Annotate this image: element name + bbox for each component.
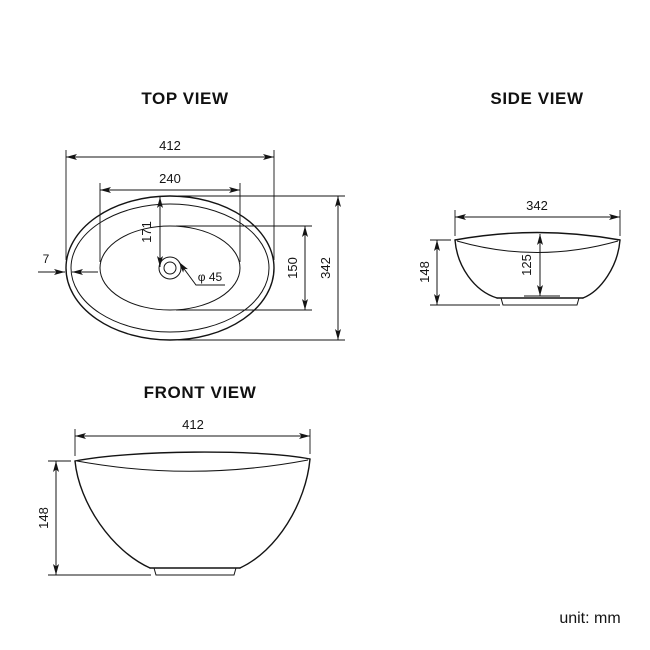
dimension-label: 240 bbox=[159, 171, 181, 186]
drain-hole-circle bbox=[158, 256, 182, 280]
side-view: SIDE VIEW 342 148 bbox=[417, 89, 621, 306]
dim-top-basin-width: 240 bbox=[99, 171, 241, 262]
dimension-label: 148 bbox=[36, 507, 51, 529]
side-profile-right-wall bbox=[582, 239, 621, 299]
front-view-title: FRONT VIEW bbox=[144, 383, 257, 402]
side-profile-inner-rim bbox=[456, 240, 619, 253]
dimension-label: 412 bbox=[182, 417, 204, 432]
inner-rim-ellipse bbox=[70, 203, 270, 333]
front-view: FRONT VIEW 412 148 bbox=[36, 383, 311, 576]
dimension-label: 342 bbox=[526, 198, 548, 213]
front-profile-inner-rim bbox=[76, 459, 309, 472]
dimension-label: 412 bbox=[159, 138, 181, 153]
dim-front-overall-height: 148 bbox=[36, 460, 151, 576]
side-profile-left-wall bbox=[454, 239, 498, 299]
dimension-label: 7 bbox=[43, 252, 50, 266]
top-view: TOP VIEW 412 240 bbox=[38, 89, 345, 341]
drain-hole-inner-circle bbox=[163, 261, 177, 275]
dimension-label: 148 bbox=[417, 261, 432, 283]
top-view-title: TOP VIEW bbox=[141, 89, 229, 108]
side-view-title: SIDE VIEW bbox=[490, 89, 584, 108]
unit-label: unit: mm bbox=[559, 610, 620, 627]
dim-front-overall-width: 412 bbox=[74, 417, 311, 456]
dim-top-center-to-rim: 171 bbox=[139, 197, 163, 267]
front-profile-top-edge bbox=[74, 451, 311, 462]
dimension-label: 342 bbox=[318, 257, 333, 279]
side-profile-foot bbox=[500, 297, 580, 306]
dim-top-overall-width: 412 bbox=[65, 138, 275, 260]
leader-line bbox=[178, 261, 225, 286]
side-profile-top-edge bbox=[454, 231, 621, 241]
outer-rim-ellipse bbox=[65, 195, 275, 341]
dim-top-drain-diameter: φ 45 bbox=[178, 261, 225, 286]
dim-top-overall-depth: 342 bbox=[178, 195, 345, 341]
dim-top-rim-thickness: 7 bbox=[38, 252, 98, 275]
dim-side-inner-depth: 125 bbox=[519, 234, 543, 296]
dim-side-overall-width: 342 bbox=[454, 198, 621, 236]
dimension-label: φ 45 bbox=[198, 270, 223, 284]
dim-top-basin-depth: 150 bbox=[176, 225, 312, 311]
basin-opening-ellipse bbox=[99, 225, 241, 311]
front-profile-foot bbox=[153, 567, 237, 576]
dimension-label: 150 bbox=[285, 257, 300, 279]
dimension-label: 125 bbox=[519, 254, 534, 276]
front-profile-right-wall bbox=[239, 458, 311, 569]
dimension-label: 171 bbox=[139, 221, 154, 243]
front-profile-left-wall bbox=[74, 460, 151, 569]
dim-side-overall-height: 148 bbox=[417, 239, 500, 306]
